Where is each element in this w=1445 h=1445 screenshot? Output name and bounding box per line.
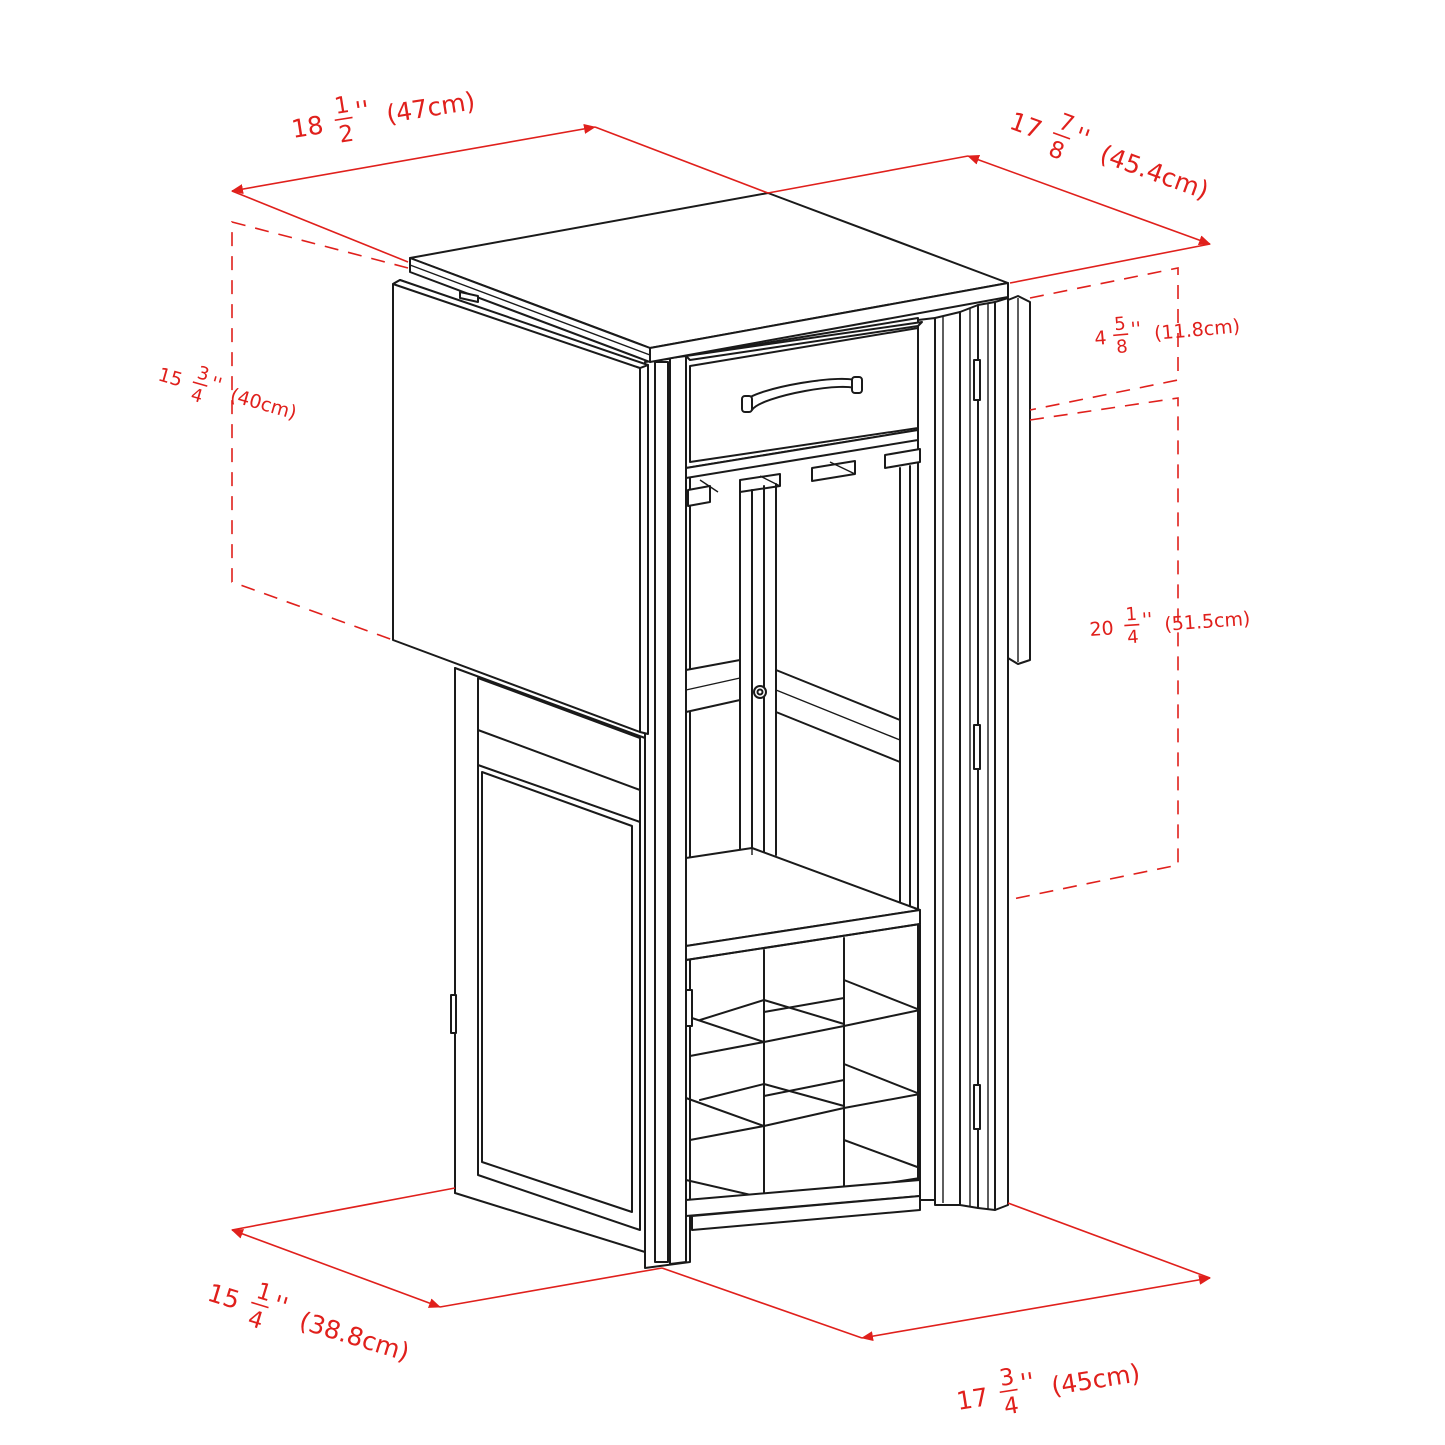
top-depth-metric: (45.4cm) bbox=[1096, 139, 1212, 205]
leaf-height-guide bbox=[231, 220, 409, 641]
label-base-width: 15 1 4 '' (38.8cm) bbox=[204, 1278, 413, 1367]
base-width-metric: (38.8cm) bbox=[296, 1306, 413, 1367]
base-width-num: 1 bbox=[253, 1278, 275, 1307]
label-top-depth: 17 7 8 '' (45.4cm) bbox=[1006, 106, 1213, 205]
svg-text:'': '' bbox=[1018, 1367, 1036, 1398]
top-width-num: 1 bbox=[333, 92, 352, 120]
top-depth-line bbox=[967, 155, 1211, 245]
open-shelf bbox=[685, 847, 921, 961]
base-depth-metric: (45cm) bbox=[1049, 1358, 1142, 1401]
top-gap-den: 8 bbox=[1115, 336, 1128, 358]
label-base-depth: 17 3 4 '' (45cm) bbox=[954, 1358, 1142, 1421]
leaf-height-metric: (40cm) bbox=[228, 384, 299, 424]
base-width-whole: 15 bbox=[204, 1278, 243, 1315]
svg-text:'': '' bbox=[270, 1290, 292, 1322]
body-height-metric: (51.5cm) bbox=[1164, 608, 1251, 636]
top-width-den: 2 bbox=[337, 121, 356, 149]
top-width-metric: (47cm) bbox=[384, 86, 477, 129]
top-width-ext-right bbox=[594, 126, 769, 194]
top-width-ext-left bbox=[231, 190, 409, 263]
top-width-line bbox=[231, 123, 596, 195]
top-gap-whole: 4 bbox=[1094, 327, 1108, 350]
base-depth-den: 4 bbox=[1002, 1393, 1021, 1421]
base-width-ext-left bbox=[231, 1187, 456, 1231]
base-depth-ext-left bbox=[661, 1267, 863, 1339]
top-depth-ext-right bbox=[1009, 243, 1211, 284]
glass-doors bbox=[685, 465, 911, 1263]
body-height-whole: 20 bbox=[1089, 617, 1115, 641]
wine-cabinet bbox=[392, 192, 1031, 1269]
svg-text:'': '' bbox=[208, 372, 224, 396]
base-depth-ext-right bbox=[1007, 1202, 1211, 1279]
base-width-line bbox=[231, 1229, 441, 1308]
top-depth-den: 8 bbox=[1045, 136, 1068, 165]
base-depth-whole: 17 bbox=[954, 1382, 990, 1416]
drawer bbox=[685, 317, 923, 469]
leaf-height-den: 4 bbox=[188, 384, 205, 407]
body-height-den: 4 bbox=[1126, 627, 1139, 649]
left-drop-leaf bbox=[392, 279, 649, 735]
top-depth-ext-left bbox=[767, 155, 969, 194]
svg-text:'': '' bbox=[1130, 318, 1142, 341]
svg-text:'': '' bbox=[353, 95, 371, 126]
top-width-whole: 18 bbox=[289, 110, 325, 144]
right-drop-leaf bbox=[1007, 295, 1031, 665]
label-leaf-height: 15 3 4 '' (40cm) bbox=[156, 362, 299, 424]
top-depth-whole: 17 bbox=[1006, 106, 1046, 144]
base-width-den: 4 bbox=[245, 1306, 267, 1335]
leaf-height-whole: 15 bbox=[156, 364, 185, 392]
base-width-ext-right bbox=[439, 1267, 663, 1308]
left-side-panel bbox=[450, 667, 646, 1253]
label-body-height: 20 1 4 '' (51.5cm) bbox=[1089, 604, 1251, 649]
table-top bbox=[409, 192, 1009, 363]
top-gap-num: 5 bbox=[1113, 313, 1126, 335]
body-height-num: 1 bbox=[1125, 604, 1138, 626]
dimension-lines bbox=[231, 123, 1211, 1342]
base-depth-num: 3 bbox=[998, 1364, 1017, 1392]
leaf-height-num: 3 bbox=[195, 362, 212, 385]
label-top-gap: 4 5 8 '' (11.8cm) bbox=[1094, 313, 1241, 358]
wine-rack-grid bbox=[685, 923, 921, 1231]
body-height-guide bbox=[1007, 397, 1179, 901]
stemware-rack bbox=[685, 429, 921, 507]
top-gap-guide bbox=[1029, 267, 1179, 411]
svg-text:'': '' bbox=[1141, 609, 1153, 632]
svg-text:'': '' bbox=[1071, 121, 1094, 153]
hinges bbox=[973, 359, 981, 1130]
base-depth-line bbox=[861, 1274, 1211, 1342]
top-gap-metric: (11.8cm) bbox=[1153, 315, 1241, 344]
label-top-width: 18 1 2 '' (47cm) bbox=[289, 86, 477, 149]
